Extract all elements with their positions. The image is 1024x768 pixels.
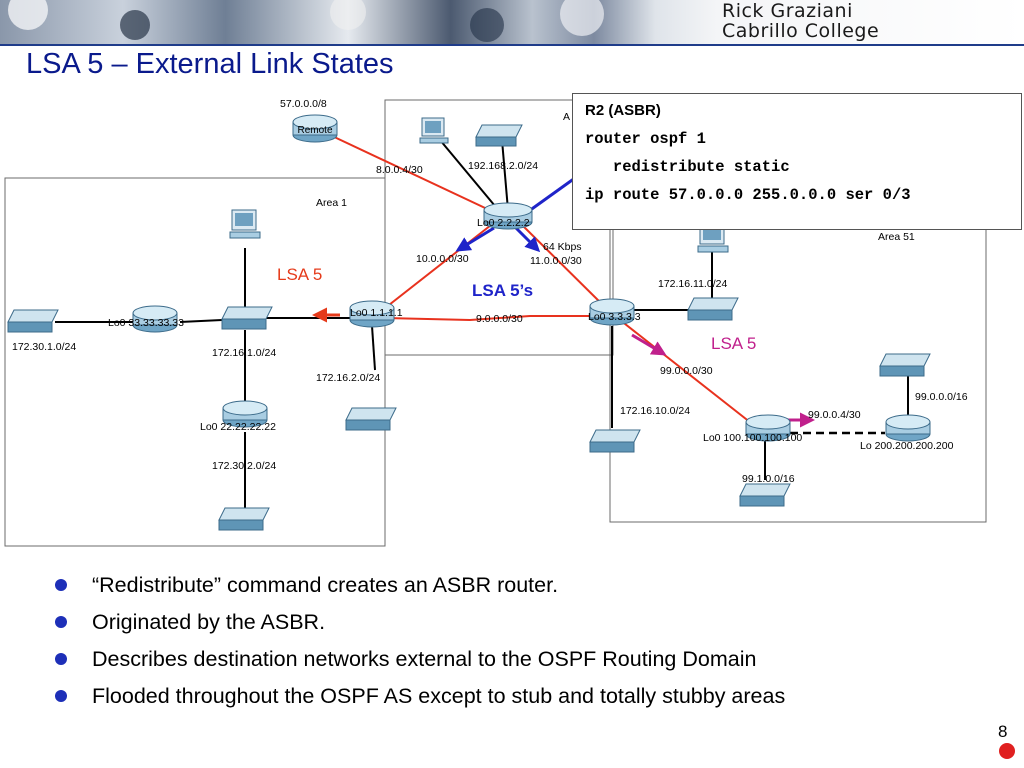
- pc-icon[interactable]: [229, 209, 261, 239]
- link-r2-pc: [439, 139, 501, 213]
- header-banner: Rick Graziani Cabrillo College: [0, 0, 1024, 44]
- switch-icon[interactable]: [739, 483, 791, 507]
- banner-decoration: [330, 0, 366, 30]
- page-number: 8: [998, 722, 1008, 741]
- net-172161-label: 172.16.1.0/24: [212, 347, 276, 359]
- banner-decoration: [8, 0, 48, 30]
- router-remote-label: Remote: [297, 125, 332, 136]
- banner-decoration: [120, 10, 150, 40]
- lsa-arrow-r2-r1: [455, 226, 495, 252]
- router-r100-label: Lo0 100.100.100.100: [703, 432, 802, 444]
- bullet-text: Describes destination networks external …: [92, 647, 757, 671]
- bullet-dot-icon: [55, 616, 67, 628]
- net-9904-label: 99.0.0.4/30: [808, 409, 861, 421]
- switch-icon[interactable]: [7, 309, 59, 333]
- config-line: redistribute static: [585, 158, 790, 176]
- net-991-label: 99.1.0.0/16: [742, 473, 795, 485]
- banner-decoration: [560, 0, 604, 36]
- router-r200-label: Lo 200.200.200.200: [860, 440, 954, 452]
- bullet-item: Flooded throughout the OSPF AS except to…: [55, 681, 785, 718]
- lsa-arrow-r2-r3: [514, 226, 541, 253]
- router-r1-label: Lo0 1.1.1.1: [350, 307, 403, 319]
- link-r2-r1: [379, 217, 501, 313]
- net-9-label: 9.0.0.0/30: [476, 313, 523, 325]
- area1-label: Area 1: [316, 197, 347, 209]
- router-r33[interactable]: [132, 305, 178, 333]
- bullet-dot-icon: [55, 690, 67, 702]
- bullet-text: “Redistribute” command creates an ASBR r…: [92, 573, 559, 597]
- bullet-item: “Redistribute” command creates an ASBR r…: [55, 570, 785, 607]
- link-remote-r2: [329, 134, 501, 216]
- router-remote[interactable]: Remote: [292, 114, 338, 143]
- switch-icon[interactable]: [221, 306, 273, 330]
- net-9916-label: 99.0.0.0/16: [915, 391, 968, 403]
- author-block: Rick Graziani Cabrillo College: [722, 1, 879, 41]
- link-r2-r3: [514, 217, 611, 313]
- header-rule: [0, 44, 1024, 46]
- bullet-item: Describes destination networks external …: [55, 644, 785, 681]
- net-10-label: 10.0.0.0/30: [416, 253, 469, 265]
- link-r33-switch1: [179, 319, 223, 323]
- link-r2-switch: [501, 139, 509, 211]
- author-name: Rick Graziani: [722, 0, 853, 22]
- link-r1-switch2: [371, 325, 376, 371]
- author-college: Cabrillo College: [722, 20, 880, 42]
- router-r33-label: Lo0 33.33.33.33: [108, 317, 184, 329]
- switch-icon[interactable]: [879, 353, 931, 377]
- switch-icon[interactable]: [589, 429, 641, 453]
- router-r3[interactable]: [589, 298, 635, 326]
- net-11-label: 11.0.0.0/30: [530, 255, 582, 267]
- switch-icon[interactable]: [475, 124, 523, 147]
- bullet-list: “Redistribute” command creates an ASBR r…: [55, 570, 785, 718]
- net-192-label: 192.168.2.0/24: [468, 160, 538, 172]
- config-line: ip route 57.0.0.0 255.0.0.0 ser 0/3: [585, 186, 911, 204]
- config-header: R2 (ASBR): [585, 102, 661, 119]
- switch-icon[interactable]: [687, 297, 739, 321]
- link-r3-r100: [619, 319, 761, 431]
- router-r2-label: Lo0 2.2.2.2: [477, 217, 530, 229]
- router-r100[interactable]: [745, 414, 791, 442]
- lsa-label-center: LSA 5’s: [472, 281, 533, 300]
- banner-decoration: [470, 8, 504, 42]
- serial-links: [329, 134, 761, 431]
- router-r22-label: Lo0 22.22.22.22: [200, 421, 276, 433]
- net-64k-label: 64 Kbps: [543, 241, 582, 253]
- page-dot-icon: [999, 743, 1015, 759]
- config-line: router ospf 1: [585, 130, 706, 148]
- net-8004-label: 8.0.0.4/30: [376, 164, 423, 176]
- net-1721610-label: 172.16.10.0/24: [620, 405, 690, 417]
- switch-icon[interactable]: [345, 407, 397, 431]
- router-r1[interactable]: [349, 300, 395, 328]
- net-172162-label: 172.16.2.0/24: [316, 372, 380, 384]
- bullet-text: Originated by the ASBR.: [92, 610, 326, 634]
- network-diagram: Area 1 A Area 51 Remote: [4, 98, 987, 547]
- lsa-arrow-r3-r100: [631, 333, 667, 356]
- net-17211-label: 172.16.11.0/24: [658, 278, 727, 290]
- router-r2[interactable]: [483, 202, 533, 230]
- lsa-label-right: LSA 5: [711, 334, 756, 353]
- router-r22[interactable]: [222, 400, 268, 428]
- net-57-label: 57.0.0.0/8: [280, 98, 327, 110]
- asbr-config-box: R2 (ASBR) router ospf 1 redistribute sta…: [572, 93, 1022, 230]
- bullet-dot-icon: [55, 653, 67, 665]
- slide-title: LSA 5 – External Link States: [26, 48, 394, 80]
- pc-icon[interactable]: [419, 117, 449, 144]
- bullet-dot-icon: [55, 579, 67, 591]
- router-r3-label: Lo0 3.3.3.3: [588, 311, 641, 323]
- link-r1-r3: [384, 315, 600, 322]
- area51-label: Area 51: [878, 231, 915, 243]
- net-172301-label: 172.30.1.0/24: [12, 341, 76, 353]
- net-172302-label: 172.30.2.0/24: [212, 460, 276, 472]
- router-r200[interactable]: [885, 414, 931, 442]
- net-9930-label: 99.0.0.0/30: [660, 365, 713, 377]
- area1-box: [4, 177, 386, 547]
- lsa-label-left: LSA 5: [277, 265, 322, 284]
- switch-icon[interactable]: [218, 507, 270, 531]
- bullet-item: Originated by the ASBR.: [55, 607, 785, 644]
- bullet-text: Flooded throughout the OSPF AS except to…: [92, 684, 786, 708]
- area0-label: A: [563, 111, 570, 123]
